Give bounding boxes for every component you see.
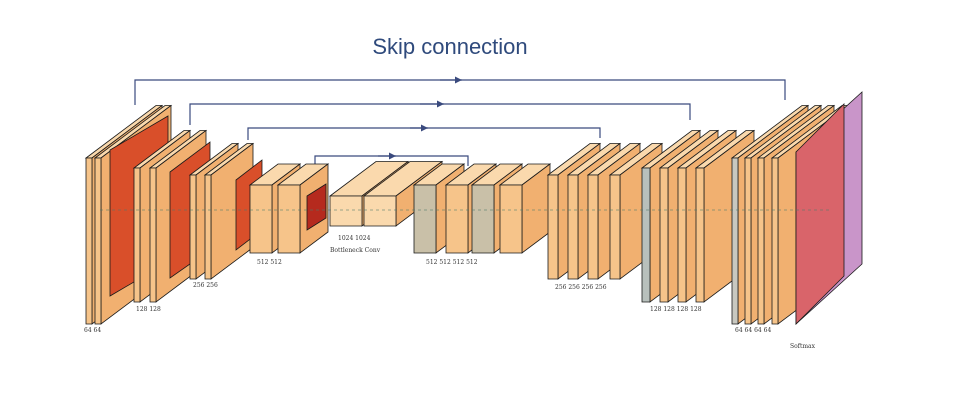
dec3-block-c-face — [587, 174, 599, 280]
skip-connections — [134, 76, 786, 170]
enc4-block-b-face — [277, 184, 301, 254]
enc4-block-a-face — [249, 184, 273, 254]
dec4-block-d-face — [499, 184, 523, 254]
dec3-block-a-face — [547, 174, 559, 280]
label-dec3: 256 256 256 256 — [555, 284, 607, 291]
enc2-block-b-face — [149, 167, 157, 303]
softmax-front — [795, 103, 845, 325]
skip-connection-1 — [134, 79, 786, 105]
label-enc3: 256 256 — [193, 282, 218, 289]
enc1-block-b-face — [94, 157, 102, 325]
bottleneck-block-b-face — [363, 195, 397, 227]
dec1-block-a-face — [731, 157, 739, 325]
label-bottleneck-channels: 1024 1024 — [338, 235, 371, 242]
page-title: Skip connection — [372, 34, 528, 59]
enc3-block-b-face — [204, 174, 212, 280]
bottleneck-block-a-face — [329, 195, 363, 227]
enc4-conv-red — [306, 183, 327, 231]
skip-connection-2 — [189, 103, 691, 125]
dec3-block-d-face — [609, 174, 621, 280]
label-dec1: 64 64 64 64 — [735, 327, 771, 334]
dec2-block-b-face — [659, 167, 669, 303]
dec1-block-d-face — [771, 157, 779, 325]
label-enc4: 512 512 — [257, 259, 282, 266]
skip-connection-3 — [247, 127, 601, 140]
enc2-block-a-face — [133, 167, 141, 303]
label-dec2: 128 128 128 128 — [650, 306, 702, 313]
dec2-block-d-face — [695, 167, 705, 303]
dec4-block-b-face — [445, 184, 469, 254]
label-dec4: 512 512 512 512 — [426, 259, 478, 266]
label-enc1: 64 64 — [84, 327, 101, 334]
dec2-block-c-face — [677, 167, 687, 303]
label-bottleneck: Bottleneck Conv — [330, 247, 381, 254]
dec4-block-c-face — [471, 184, 495, 254]
enc3-block-a-face — [189, 174, 197, 280]
layer-labels: 64 64 128 128 256 256 512 512 1024 1024 … — [84, 235, 816, 350]
blocks-group — [84, 91, 863, 325]
dec1-block-c-face — [757, 157, 765, 325]
dec4-block-a-face — [413, 184, 437, 254]
dec2-block-a-face — [641, 167, 651, 303]
enc1-block-a-face — [85, 157, 93, 325]
dec3-block-b-face — [567, 174, 579, 280]
label-output: Softmax — [790, 343, 816, 350]
label-enc2: 128 128 — [136, 306, 161, 313]
dec1-block-b-face — [744, 157, 752, 325]
